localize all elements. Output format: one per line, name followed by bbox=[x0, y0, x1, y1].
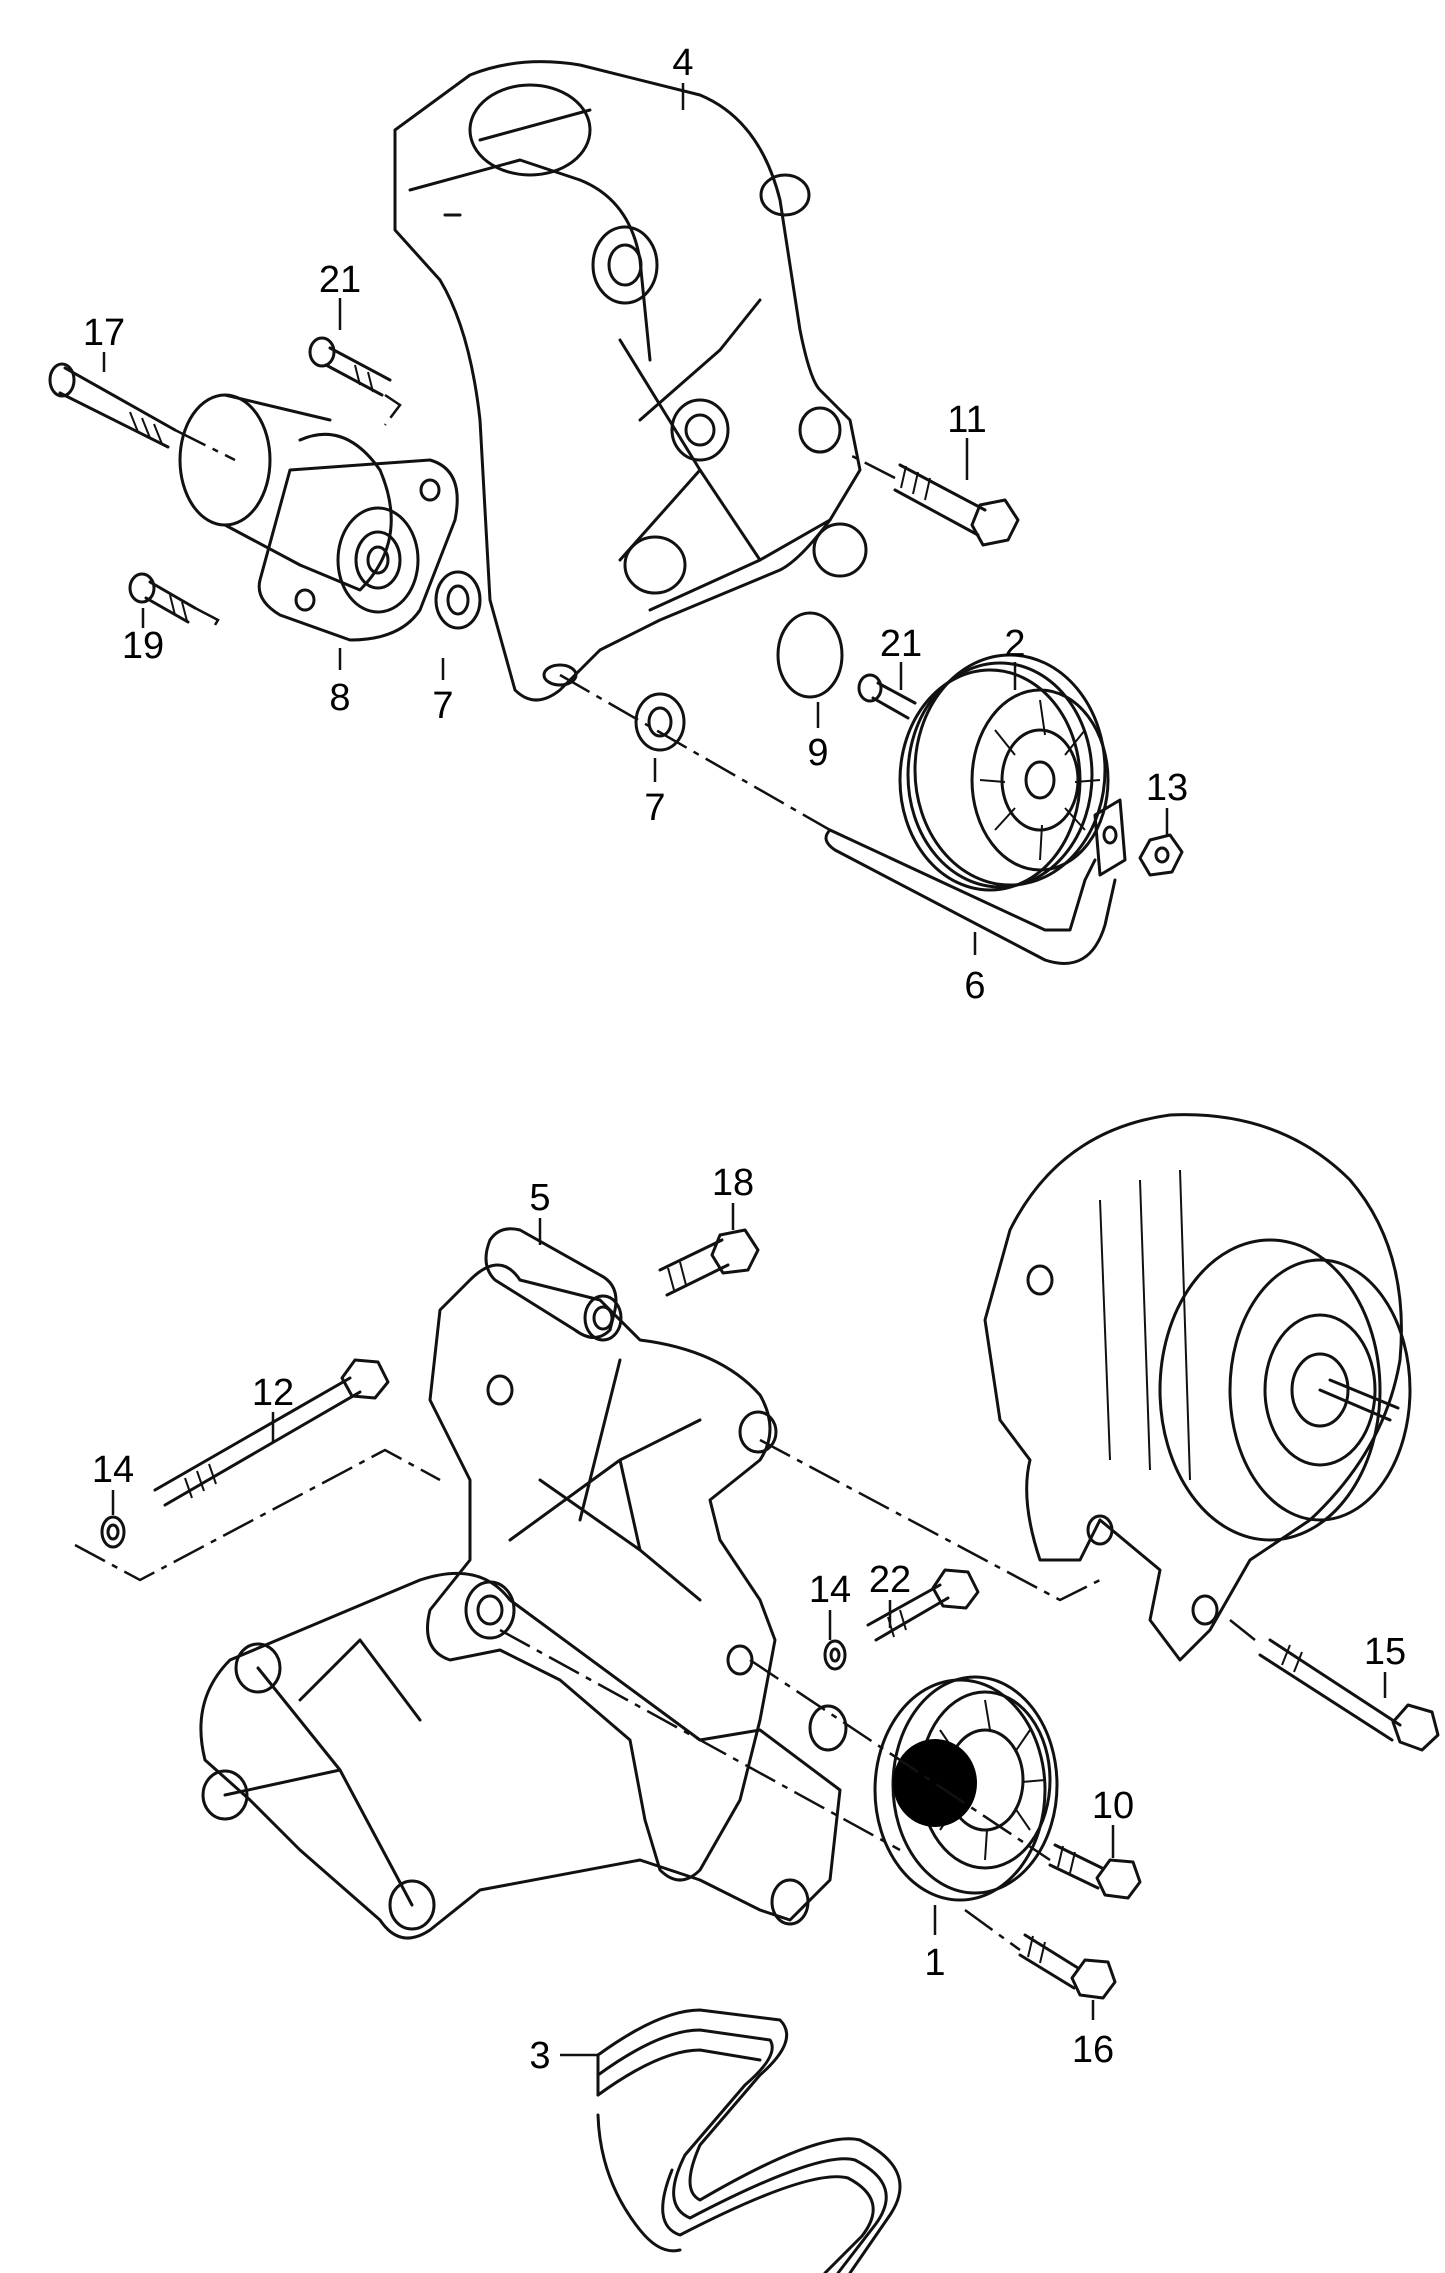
label-part-17: 16 bbox=[1072, 2029, 1114, 2071]
label-part-21b: 21 bbox=[880, 623, 922, 665]
alternator bbox=[983, 1113, 1412, 1662]
label-part-22: 22 bbox=[869, 1559, 911, 1601]
axis-lower-3 bbox=[499, 1628, 901, 1852]
label-part-8: 8 bbox=[329, 677, 350, 719]
upper-bracket bbox=[393, 60, 868, 702]
label-part-12: 12 bbox=[252, 1372, 294, 1414]
bolt-11 bbox=[893, 463, 1020, 547]
axis-lower-1 bbox=[74, 1448, 441, 1582]
label-part-7a: 7 bbox=[432, 685, 453, 727]
label-part-11: 11 bbox=[947, 399, 986, 441]
label-part-1: 1 bbox=[924, 1942, 945, 1984]
engine-bracket-base bbox=[199, 1571, 848, 1940]
label-part-16: 15 bbox=[1364, 1631, 1406, 1673]
label-part-21a: 21 bbox=[319, 259, 361, 301]
axis-upper-1 bbox=[174, 428, 236, 462]
tensioner-body bbox=[178, 393, 459, 642]
lower-bracket-5 bbox=[426, 1227, 778, 1882]
label-part-7b: 7 bbox=[644, 787, 665, 829]
bolt-21-lower bbox=[857, 673, 917, 720]
pulley-2 bbox=[898, 653, 1110, 892]
label-part-14a: 14 bbox=[92, 1449, 134, 1491]
label-part-3: 3 bbox=[529, 2035, 550, 2077]
belt-3 bbox=[596, 2008, 902, 2273]
axis-lower-5 bbox=[1229, 1619, 1256, 1641]
nut-13 bbox=[1138, 833, 1184, 877]
axis-lower-6 bbox=[964, 1908, 1021, 1952]
washer-14-left bbox=[100, 1515, 126, 1549]
axis-upper-4 bbox=[194, 393, 402, 626]
label-part-10: 10 bbox=[1092, 1785, 1134, 1827]
label-part-6: 6 bbox=[964, 965, 985, 1007]
cap-9 bbox=[776, 611, 844, 699]
label-part-4: 4 bbox=[672, 42, 693, 84]
bolt-12 bbox=[153, 1358, 390, 1507]
bolt-10 bbox=[1048, 1843, 1142, 1900]
bolt-17 bbox=[1018, 1933, 1117, 2000]
bolt-19 bbox=[128, 572, 197, 624]
bolt-15 bbox=[48, 362, 177, 449]
bolt-22 bbox=[866, 1568, 980, 1642]
label-part-18: 18 bbox=[712, 1162, 754, 1204]
bracket-6 bbox=[824, 798, 1127, 965]
axis-lower-2 bbox=[759, 1438, 1101, 1602]
washer-14-right bbox=[823, 1639, 847, 1671]
bolt-16 bbox=[1258, 1638, 1440, 1752]
axis-lower-4 bbox=[749, 1658, 1051, 1862]
bush-7-left bbox=[434, 570, 482, 630]
bolt-21-upper bbox=[308, 336, 392, 397]
bolt-18 bbox=[658, 1228, 760, 1297]
label-part-5: 5 bbox=[529, 1177, 550, 1219]
label-part-9: 9 bbox=[807, 732, 828, 774]
bush-7-right bbox=[634, 692, 686, 752]
label-part-14b: 14 bbox=[809, 1569, 851, 1611]
leader-lines bbox=[102, 83, 1387, 2057]
label-part-13: 13 bbox=[1146, 767, 1188, 809]
label-part-15: 17 bbox=[83, 312, 125, 354]
label-part-19: 19 bbox=[122, 625, 164, 667]
axis-upper-3 bbox=[849, 453, 896, 480]
axis-upper-2 bbox=[559, 673, 831, 832]
label-part-2: 2 bbox=[1004, 623, 1025, 665]
pulley-hub-fill bbox=[893, 1739, 977, 1827]
pulley-1 bbox=[873, 1675, 1059, 1902]
part-labels: 4 17 21 11 2 21 13 19 8 7 7 9 6 5 18 12 … bbox=[83, 42, 1406, 2077]
